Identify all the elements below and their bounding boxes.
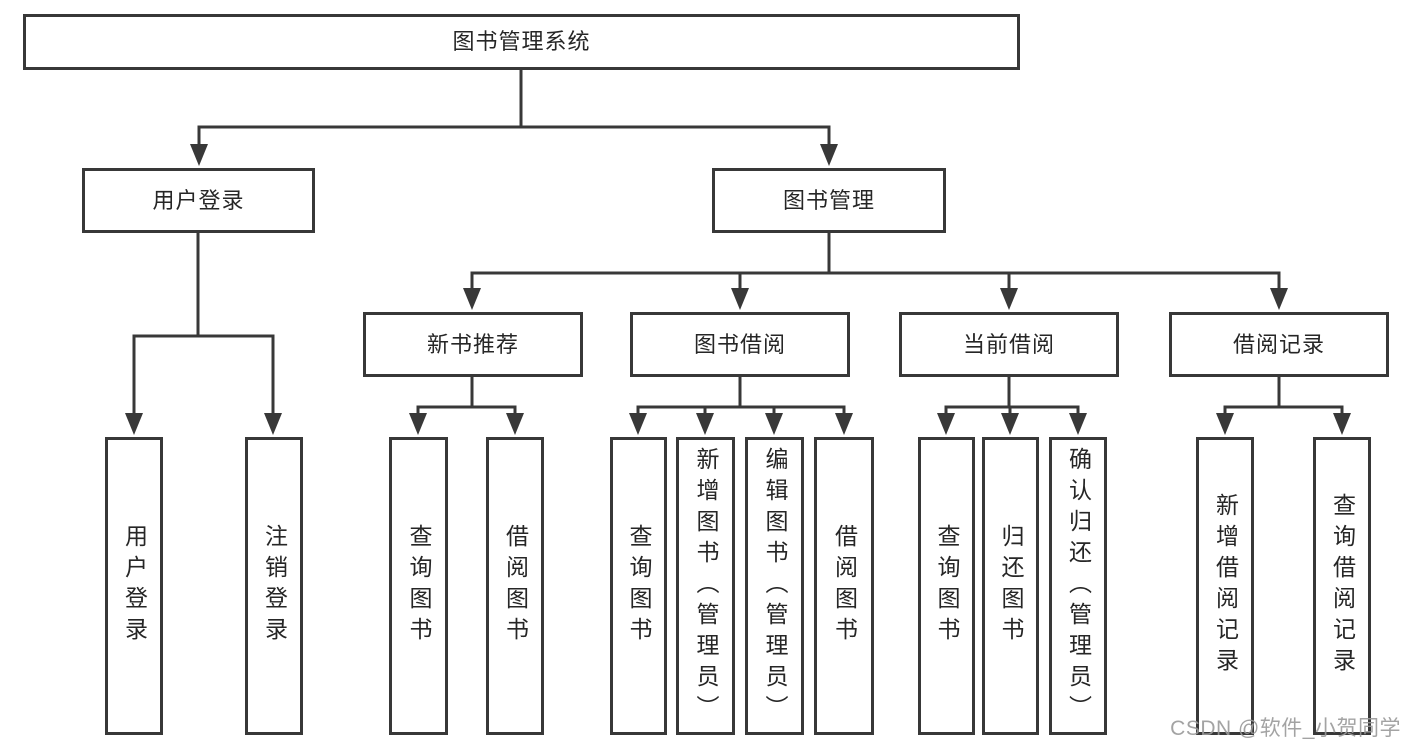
node-user-login: 用户登录 [82,168,315,233]
node-current-borrow: 当前借阅 [899,312,1119,377]
leaf-edit-book-admin: 编辑图书（管理员） [745,437,804,735]
leaf-return-book: 归还图书 [982,437,1039,735]
leaf-add-book-admin: 新增图书（管理员） [676,437,735,735]
arrowheads [125,144,1351,435]
csdn-watermark: CSDN @软件_小贺同学 [1170,717,1401,740]
leaf-add-borrow-record: 新增借阅记录 [1196,437,1254,735]
leaf-query-book-borrow: 查询图书 [610,437,667,735]
node-borrow-record: 借阅记录 [1169,312,1389,377]
leaf-query-book-recommend: 查询图书 [389,437,448,735]
leaf-borrow-book: 借阅图书 [814,437,874,735]
node-book-management: 图书管理 [712,168,946,233]
leaf-logout: 注销登录 [245,437,303,735]
node-book-borrow: 图书借阅 [630,312,850,377]
node-root: 图书管理系统 [23,14,1020,70]
leaf-query-borrow-record: 查询借阅记录 [1313,437,1371,735]
leaf-query-book-current: 查询图书 [918,437,975,735]
leaf-user-login: 用户登录 [105,437,163,735]
node-new-book-recommend: 新书推荐 [363,312,583,377]
leaf-confirm-return-admin: 确认归还（管理员） [1049,437,1107,735]
leaf-borrow-book-recommend: 借阅图书 [486,437,544,735]
